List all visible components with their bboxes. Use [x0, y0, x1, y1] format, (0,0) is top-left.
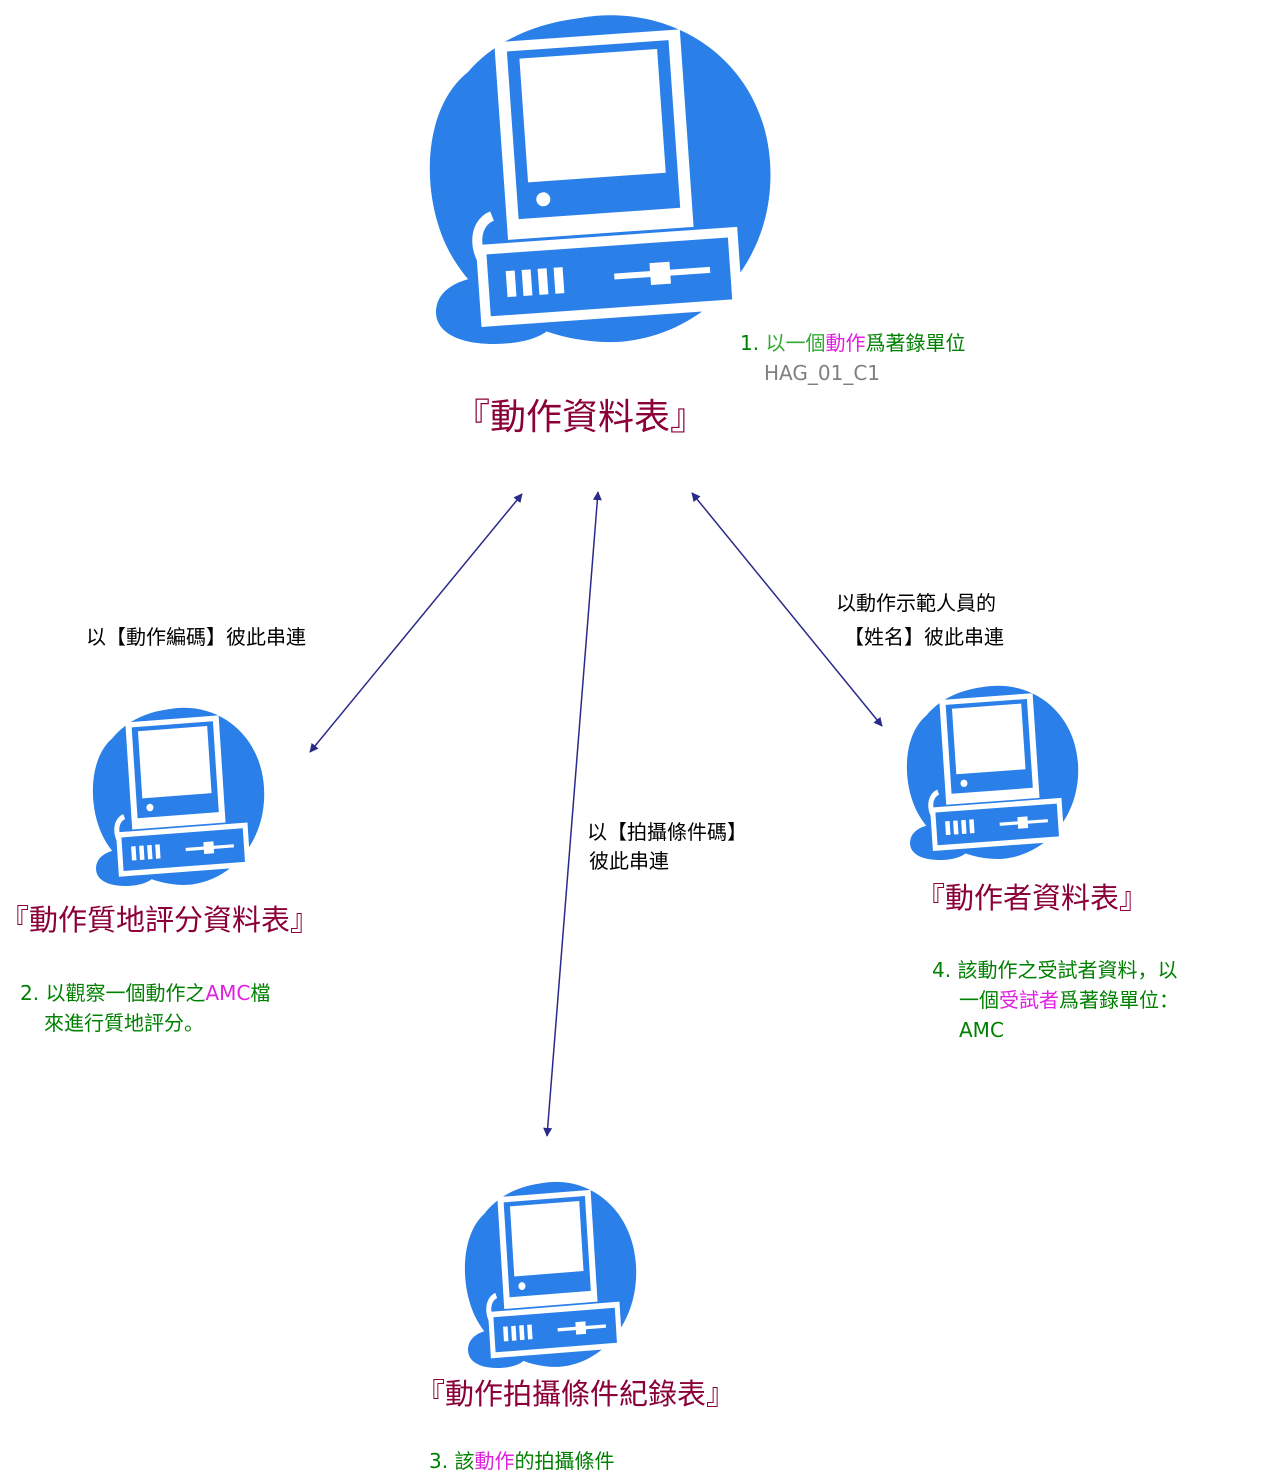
computer-icon: [429, 15, 771, 344]
note-number: 4.: [932, 958, 952, 982]
note-highlight: 受試者: [999, 988, 1059, 1012]
left-table-note-line2: 來進行質地評分。: [44, 1011, 204, 1035]
right-table-title: 『動作者資料表』: [916, 881, 1149, 915]
right-link-arrow: [691, 492, 883, 727]
computer-icon: [906, 685, 1079, 860]
note-text: 爲著錄單位：: [1059, 988, 1179, 1012]
note-text: 以觀察一個動作之: [45, 981, 206, 1005]
computer-icon: [464, 1181, 637, 1368]
center-link-label-line1: 以【拍攝條件碼】: [587, 820, 747, 844]
note-highlight: AMC: [205, 981, 251, 1005]
main-table-note: 1. 以一個動作爲著錄單位: [740, 330, 965, 356]
right-table-note-line3: AMC: [959, 1018, 1004, 1042]
note-text: 以一個: [765, 331, 826, 355]
main-table-code: HAG_01_C1: [764, 361, 881, 385]
center-link-label-line2: 彼此串連: [589, 849, 669, 873]
note-text: 檔: [250, 981, 271, 1005]
computer-icon: [92, 707, 265, 886]
main-table-title: 『動作資料表』: [454, 397, 707, 438]
note-text: 該: [454, 1449, 475, 1473]
note-text: 該動作之受試者資料，以: [957, 958, 1178, 982]
bottom-table-title: 『動作拍攝條件紀錄表』: [416, 1377, 736, 1411]
left-link-arrow: [309, 493, 523, 753]
note-number: 2.: [20, 981, 40, 1005]
note-text: 的拍攝條件: [514, 1449, 615, 1473]
note-highlight: 動作: [825, 331, 866, 355]
right-link-label-line2: 【姓名】彼此串連: [844, 625, 1004, 649]
bottom-table-note: 3. 該動作的拍攝條件: [429, 1448, 614, 1474]
note-highlight: 動作: [474, 1449, 515, 1473]
right-table-note-line1: 4. 該動作之受試者資料，以: [932, 957, 1177, 983]
left-link-label: 以【動作編碼】彼此串連: [86, 625, 306, 649]
note-number: 1.: [740, 331, 760, 355]
right-link-label-line1: 以動作示範人員的: [836, 591, 996, 615]
center-link-arrow: [543, 491, 602, 1137]
left-table-note-line1: 2. 以觀察一個動作之AMC檔: [20, 980, 270, 1006]
right-table-note-line2: 一個受試者爲著錄單位：: [959, 987, 1179, 1013]
left-table-title: 『動作質地評分資料表』: [0, 903, 320, 937]
note-text: 一個: [959, 988, 999, 1012]
note-text: 爲著錄單位: [865, 331, 966, 355]
note-number: 3.: [429, 1449, 449, 1473]
